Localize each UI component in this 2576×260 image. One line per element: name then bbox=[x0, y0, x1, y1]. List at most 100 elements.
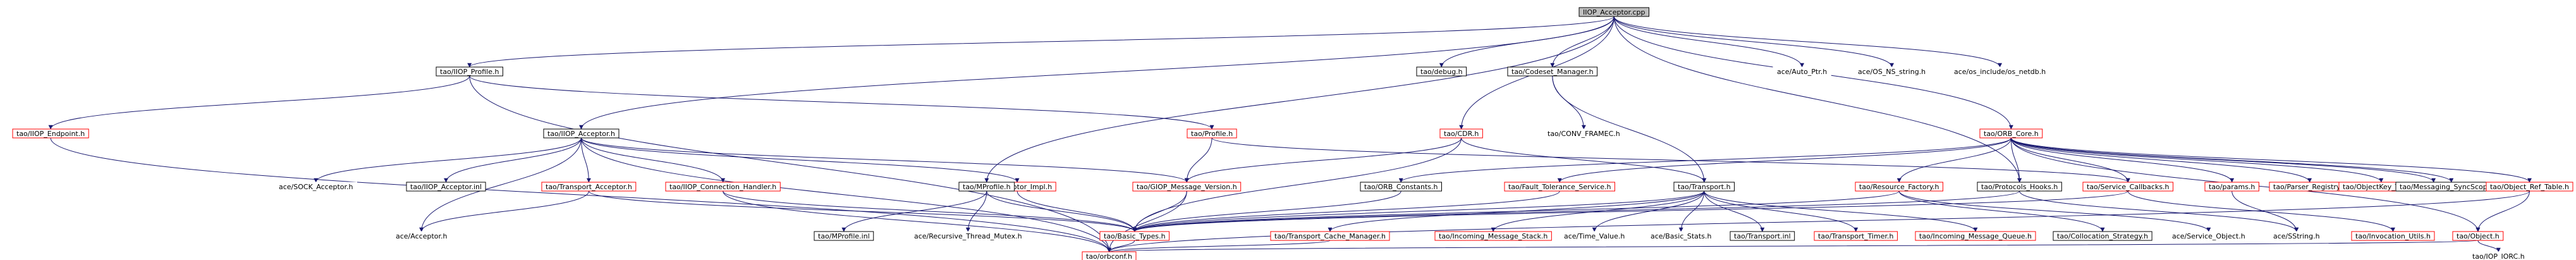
file-node[interactable]: tao/Transport.inl bbox=[1730, 231, 1795, 241]
include-edge bbox=[1016, 190, 1137, 232]
file-node[interactable]: tao/Incoming_Message_Queue.h bbox=[1915, 231, 2036, 241]
file-node-label: tao/debug.h bbox=[1420, 68, 1463, 76]
file-node-label: tao/Parser_Registry.h bbox=[2273, 183, 2346, 191]
file-node[interactable]: tao/Fault_Tolerance_Service.h bbox=[1504, 182, 1615, 192]
include-edge bbox=[1898, 190, 2211, 232]
include-edge bbox=[723, 190, 1111, 252]
file-node[interactable]: tao/Transport_Acceptor.h bbox=[541, 182, 637, 192]
file-node-box bbox=[1950, 66, 2050, 77]
file-node-label: tao/CDR.h bbox=[1444, 130, 1479, 138]
file-node-label: tao/IIOP_Acceptor.h bbox=[547, 130, 615, 138]
include-edge bbox=[50, 137, 1111, 252]
file-node-label: tao/Collocation_Strategy.h bbox=[2057, 232, 2148, 240]
file-node[interactable]: tao/IIOP_Endpoint.h bbox=[12, 128, 89, 139]
include-edge bbox=[1107, 190, 1187, 252]
file-node[interactable]: tao/IIOP_Acceptor.inl bbox=[406, 182, 486, 192]
file-node-label: ace/Recursive_Thread_Mutex.h bbox=[914, 232, 1022, 240]
file-node[interactable]: tao/Protocols_Hooks.h bbox=[1977, 182, 2062, 192]
file-node[interactable]: tao/CONV_FRAMEC.h bbox=[1543, 128, 1625, 139]
file-node[interactable]: ace/os_include/os_netdb.h bbox=[1950, 66, 2050, 77]
include-edge bbox=[1132, 190, 2128, 232]
include-edge bbox=[579, 16, 1615, 130]
file-node-box bbox=[2168, 231, 2250, 241]
file-node[interactable]: tao/ORB_Constants.h bbox=[1360, 182, 1442, 192]
file-node[interactable]: ace/SString.h bbox=[2269, 231, 2324, 241]
include-edge bbox=[984, 16, 1615, 183]
include-edge bbox=[986, 190, 1137, 232]
file-node[interactable]: tao/Parser_Registry.h bbox=[2269, 182, 2350, 192]
file-node[interactable]: tao/Transport.h bbox=[1673, 182, 1735, 192]
file-node-label: tao/Service_Callbacks.h bbox=[2087, 183, 2170, 191]
file-node[interactable]: ace/Time_Value.h bbox=[1560, 231, 1629, 241]
dependency-edges bbox=[48, 16, 2532, 252]
file-node[interactable]: tao/Resource_Factory.h bbox=[1855, 182, 1944, 192]
file-node[interactable]: tao/Object_Ref_Table.h bbox=[2486, 182, 2573, 192]
file-node-label: tao/Protocols_Hooks.h bbox=[1981, 183, 2058, 191]
file-node-label: tao/Messaging_SyncScopeC.h bbox=[2400, 183, 2503, 191]
file-node[interactable]: tao/MProfile.inl bbox=[814, 231, 874, 241]
file-node-box bbox=[541, 182, 637, 192]
include-edge bbox=[2127, 190, 2395, 232]
file-node-box bbox=[2468, 251, 2529, 260]
file-node[interactable]: tao/IIOP_Connection_Handler.h bbox=[665, 182, 781, 192]
file-node[interactable]: tao/Incoming_Message_Stack.h bbox=[1434, 231, 1552, 241]
file-node[interactable]: tao/MProfile.h bbox=[958, 182, 1015, 192]
file-node-box bbox=[2053, 231, 2152, 241]
include-edge bbox=[1704, 190, 1859, 232]
file-node[interactable]: ace/SOCK_Acceptor.h bbox=[274, 182, 357, 192]
include-edge bbox=[588, 190, 1137, 232]
file-node[interactable]: tao/GIOP_Message_Version.h bbox=[1132, 182, 1242, 192]
file-node-label: tao/GIOP_Message_Version.h bbox=[1137, 183, 1237, 191]
file-node[interactable]: tao/CDR.h bbox=[1439, 128, 1483, 139]
file-node[interactable]: ace/Acceptor.h bbox=[391, 231, 451, 241]
file-node-label: tao/orbconf.h bbox=[1086, 252, 1132, 260]
file-node[interactable]: tao/Messaging_SyncScopeC.h bbox=[2395, 182, 2508, 192]
include-edge bbox=[2010, 137, 2235, 183]
include-edge bbox=[1704, 190, 1978, 232]
file-node-box bbox=[1099, 231, 1170, 241]
include-edge bbox=[1108, 240, 2479, 252]
file-node[interactable]: tao/Invocation_Utils.h bbox=[2351, 231, 2435, 241]
file-node-label: tao/Resource_Factory.h bbox=[1859, 183, 1939, 191]
file-node[interactable]: tao/Transport_Timer.h bbox=[1814, 231, 1898, 241]
file-node[interactable]: ace/Service_Object.h bbox=[2168, 231, 2250, 241]
file-node[interactable]: tao/IOP_IORC.h bbox=[2468, 251, 2529, 260]
file-node-label: tao/Transport_Acceptor.h bbox=[546, 183, 632, 191]
file-node[interactable]: tao/Service_Callbacks.h bbox=[2082, 182, 2174, 192]
file-node[interactable]: tao/Object.h bbox=[2452, 231, 2504, 241]
include-edge bbox=[1704, 190, 1765, 232]
include-edge bbox=[314, 137, 582, 183]
file-node[interactable]: tao/IIOP_Acceptor.h bbox=[543, 128, 620, 139]
include-edge bbox=[2231, 190, 2299, 232]
file-node[interactable]: tao/Basic_Types.h bbox=[1099, 231, 1170, 241]
include-edge bbox=[2010, 137, 2130, 183]
file-node[interactable]: tao/IIOP_Profile.h bbox=[436, 66, 503, 77]
file-node-box bbox=[1673, 182, 1735, 192]
file-node[interactable]: tao/debug.h bbox=[1416, 66, 1467, 77]
file-node[interactable]: tao/Transport_Cache_Manager.h bbox=[1270, 231, 1390, 241]
file-node[interactable]: tao/Profile.h bbox=[1187, 128, 1237, 139]
file-node-label: tao/IOP_IORC.h bbox=[2472, 252, 2525, 260]
file-node-box bbox=[958, 182, 1015, 192]
file-node[interactable]: tao/Codeset_Manager.h bbox=[1507, 66, 1598, 77]
include-edge bbox=[1896, 137, 2011, 183]
include-edge bbox=[1592, 190, 1705, 232]
include-edge bbox=[2010, 137, 2532, 183]
file-node[interactable]: tao/ORB_Core.h bbox=[1979, 128, 2043, 139]
include-edge bbox=[1132, 190, 1705, 232]
include-edge bbox=[1461, 137, 1707, 183]
include-edge bbox=[2019, 190, 2299, 232]
file-node[interactable]: ace/Recursive_Thread_Mutex.h bbox=[910, 231, 1027, 241]
include-edge bbox=[469, 75, 1111, 252]
include-edge bbox=[419, 137, 582, 232]
file-node[interactable]: tao/params.h bbox=[2204, 182, 2259, 192]
file-node[interactable]: ace/Basic_Stats.h bbox=[1646, 231, 1716, 241]
file-node[interactable]: ace/OS_NS_string.h bbox=[1853, 66, 1930, 77]
file-node-box bbox=[1730, 231, 1795, 241]
file-node[interactable]: ace/Auto_Ptr.h bbox=[1773, 66, 1831, 77]
file-node-box bbox=[1416, 66, 1467, 77]
file-node-box bbox=[1853, 66, 1930, 77]
file-node[interactable]: tao/Collocation_Strategy.h bbox=[2053, 231, 2152, 241]
file-node[interactable]: tao/orbconf.h bbox=[1082, 251, 1137, 260]
